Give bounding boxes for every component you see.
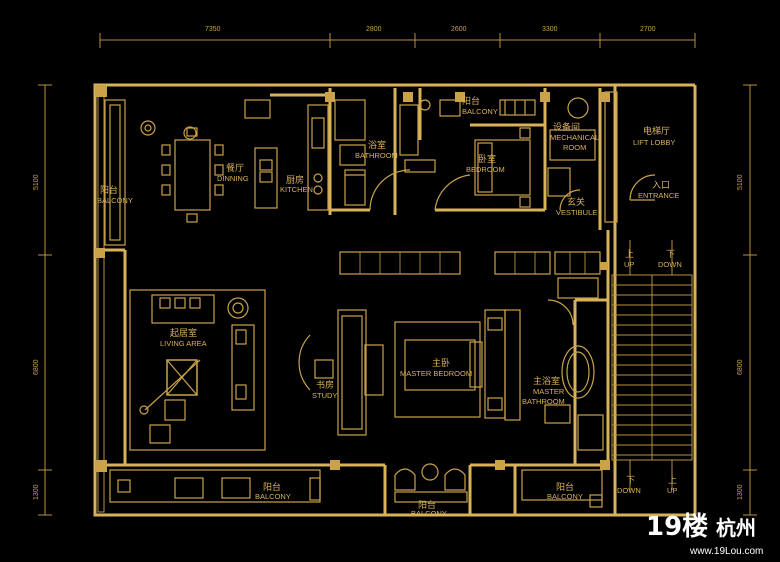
stair-up-bottom-en: UP (667, 486, 677, 495)
lift-lobby-label-cn: 电梯厅 (643, 125, 670, 137)
entrance-label-cn: 入口 (652, 180, 670, 191)
mechanical-label-en2: ROOM (563, 143, 586, 152)
dining-label-cn: 餐厅 (226, 162, 244, 174)
bedroom-label-cn: 卧室 (478, 153, 496, 165)
dim-top-2: 2800 (366, 26, 382, 33)
kitchen-counters (244, 99, 329, 211)
top-bathroom-fixtures (334, 99, 471, 211)
dim-left-1: 5100 (33, 174, 40, 190)
balcony-bottom-right-label-cn: 阳台 (556, 481, 574, 493)
dimension-lines (38, 33, 757, 516)
stair-up-bottom-cn: 上 (668, 475, 677, 486)
stair-down-bottom-cn: 下 (626, 476, 635, 486)
kitchen-label-cn: 厨房 (286, 174, 304, 186)
balcony-top-label-en: BALCONY (462, 107, 498, 116)
stair-up-top-cn: 上 (625, 249, 634, 260)
mechanical-label-en1: MECHANICAL (550, 133, 599, 142)
corridor-cabinets (339, 251, 601, 299)
watermark-url: www.19Lou.com (689, 546, 763, 557)
interior-walls (100, 88, 610, 515)
mechanical-label-cn: 设备间 (553, 121, 580, 133)
master-bedroom-label-en: MASTER BEDROOM (400, 369, 472, 378)
bottom-balcony-furniture (109, 463, 603, 508)
columns (95, 85, 610, 472)
master-bedroom-furniture (394, 309, 521, 421)
bathroom-label-en: BATHROOM (355, 151, 398, 160)
dim-left-2: 6800 (33, 359, 40, 375)
stair-up-top-en: UP (624, 260, 634, 269)
dim-right-2: 6800 (737, 359, 744, 375)
study-furniture (298, 309, 384, 436)
master-bathroom-label-en2: BATHROOM (522, 397, 565, 406)
master-bedroom-label-cn: 主卧 (432, 357, 450, 369)
entrance-label-en: ENTRANCE (638, 191, 679, 200)
balcony-bottom-left-label-cn: 阳台 (263, 481, 281, 493)
balcony-bottom-mid-label-en: BALCONY (411, 509, 447, 518)
bedroom-label-en: BEDROOM (466, 165, 505, 174)
study-label-cn: 书房 (316, 379, 334, 391)
balcony-top-label-cn: 阳台 (462, 95, 480, 107)
kitchen-label-en: KITCHEN (280, 185, 313, 194)
master-bathroom-fixtures (544, 299, 604, 451)
stair-down-top-cn: 下 (666, 250, 675, 260)
dining-label-en: DINNING (217, 174, 249, 183)
balcony-bottom-mid-label-cn: 阳台 (418, 499, 436, 511)
top-bedroom-bed (439, 99, 536, 208)
vestibule-label-cn: 玄关 (567, 196, 585, 208)
master-bathroom-label-cn: 主浴室 (533, 375, 560, 387)
living-label-en: LIVING AREA (160, 339, 207, 348)
living-area-furniture (129, 289, 266, 451)
watermark-city: 杭州 (716, 516, 756, 540)
stair-down-bottom-en: DOWN (617, 486, 641, 495)
living-label-cn: 起居室 (170, 327, 197, 339)
vestibule-label-en: VESTIBULE (556, 208, 597, 217)
dining-table (140, 120, 224, 223)
lift-lobby-doors (604, 91, 656, 223)
dim-left-3: 1300 (33, 484, 40, 500)
lift-lobby-label-en: LIFT LOBBY (633, 138, 675, 147)
site-watermark: 19楼 杭州 www.19Lou.com (646, 512, 763, 557)
watermark-logo: 19楼 (646, 512, 708, 542)
master-bathroom-label-en1: MASTER (533, 387, 565, 396)
dim-top-5: 2700 (640, 26, 656, 33)
bathroom-label-cn: 浴室 (368, 139, 386, 151)
balcony-left-label-cn: 阳台 (100, 184, 118, 196)
mechanical-room-fixtures (547, 97, 596, 211)
balcony-left-planter (104, 99, 126, 246)
study-label-en: STUDY (312, 391, 337, 400)
balcony-bottom-left-label-en: BALCONY (255, 492, 291, 501)
exterior-walls (93, 83, 697, 517)
dim-right-1: 5100 (737, 174, 744, 190)
balcony-left-label-en: BALCONY (97, 196, 133, 205)
balcony-bottom-right-label-en: BALCONY (547, 492, 583, 501)
dim-right-3: 1300 (737, 484, 744, 500)
dim-top-1: 7350 (205, 26, 221, 33)
dim-top-4: 3300 (542, 26, 558, 33)
staircase (611, 240, 693, 490)
stair-down-top-en: DOWN (658, 260, 682, 269)
dim-top-3: 2600 (451, 26, 467, 33)
